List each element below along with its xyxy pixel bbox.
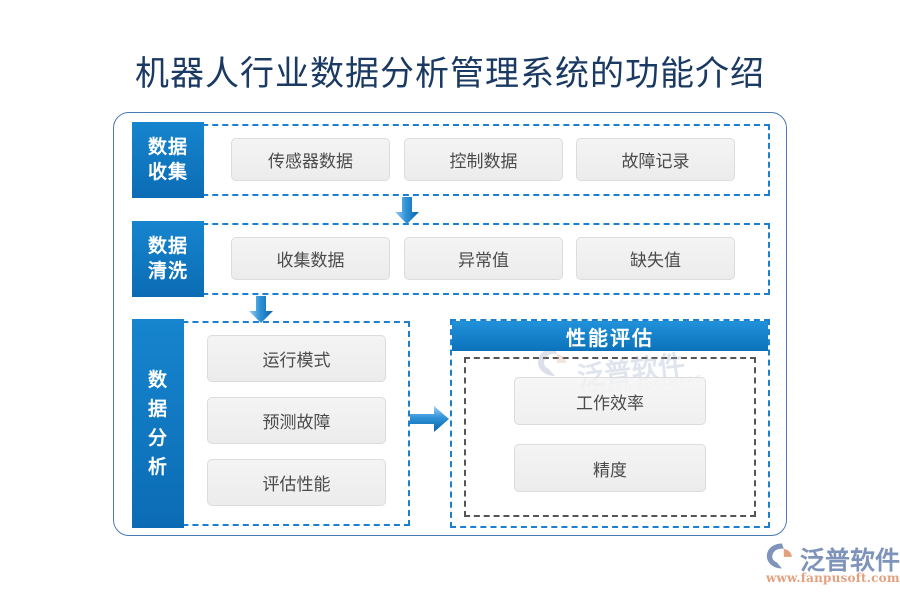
stage-label-data-analysis[interactable]: 数 据 分 析	[132, 319, 184, 528]
evaluation-panel-inner	[464, 357, 756, 517]
chip-collected-data[interactable]: 收集数据	[231, 237, 390, 280]
evaluation-panel-header: 性能评估	[452, 321, 768, 351]
diagram-frame: 数据 收集 传感器数据 控制数据 故障记录 数据 清洗 收集数据 异常值 缺失值	[113, 112, 787, 536]
brand-logo: 泛普软件 www.fanpusoft.com	[766, 541, 900, 589]
arrow-down-icon	[392, 197, 422, 225]
chip-control-data[interactable]: 控制数据	[404, 138, 563, 181]
chip-fault-prediction[interactable]: 预测故障	[207, 397, 386, 444]
stage-label-data-collection[interactable]: 数据 收集	[132, 122, 204, 198]
stage-label-line: 分	[147, 426, 168, 449]
stage-label-line: 析	[147, 455, 168, 478]
page-title: 机器人行业数据分析管理系统的功能介绍	[135, 54, 765, 94]
evaluation-panel	[450, 319, 770, 528]
chip-missing-value[interactable]: 缺失值	[576, 237, 735, 280]
chip-accuracy[interactable]: 精度	[514, 444, 706, 492]
stage-label-line: 数据	[147, 235, 188, 257]
stage-label-line: 据	[147, 397, 168, 420]
stage-label-line: 数	[147, 368, 168, 391]
stage-label-line: 数据	[147, 136, 188, 158]
brand-url: www.fanpusoft.com	[766, 571, 900, 585]
fanpu-logo-icon	[766, 543, 792, 569]
chip-work-efficiency[interactable]: 工作效率	[514, 377, 706, 425]
brand-name: 泛普软件	[800, 546, 900, 575]
chip-operating-mode[interactable]: 运行模式	[207, 335, 386, 382]
chip-sensor-data[interactable]: 传感器数据	[231, 138, 390, 181]
chip-outlier[interactable]: 异常值	[404, 237, 563, 280]
arrow-down-icon	[246, 296, 276, 324]
chip-performance-assessment[interactable]: 评估性能	[207, 459, 386, 506]
stage-label-line: 清洗	[147, 260, 188, 282]
stage-label-data-cleaning[interactable]: 数据 清洗	[132, 221, 204, 297]
chip-fault-record[interactable]: 故障记录	[576, 138, 735, 181]
arrow-right-icon	[410, 404, 450, 434]
stage-label-line: 收集	[147, 161, 188, 183]
